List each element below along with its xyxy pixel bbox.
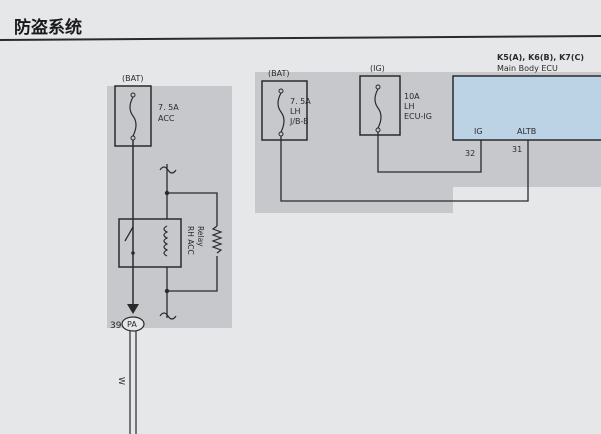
ecu-pin-altb-label: ALTB xyxy=(517,127,536,136)
ecu-code-label: K5(A), K6(B), K7(C) xyxy=(497,53,584,62)
junction-dot xyxy=(164,190,170,196)
rh-acc-relay-box xyxy=(118,218,182,268)
connector-arrow-icon xyxy=(127,304,139,314)
left-shaded-panel xyxy=(107,86,232,328)
ig-fuse-name-line2: ECU-IG xyxy=(404,112,432,121)
ig-fuse-name-line1: LH xyxy=(404,102,414,111)
relay-sub-label: Relay xyxy=(196,226,205,247)
connector-pa-badge xyxy=(121,316,145,332)
connector-code: PA xyxy=(127,320,137,329)
ig-fuse-to-ig-wire xyxy=(377,132,482,173)
connector-pin-number: 39 xyxy=(110,321,122,331)
lh-fuse-icon xyxy=(277,92,285,133)
header-rule xyxy=(0,35,601,41)
lower-break-mark xyxy=(159,312,177,320)
resistor-icon xyxy=(211,225,223,254)
relay-contact-point xyxy=(131,251,135,255)
main-body-ecu-box xyxy=(452,75,601,141)
acc-fuse-name: ACC xyxy=(158,114,175,123)
right-shaded-panel xyxy=(255,72,453,213)
junction-dot xyxy=(164,288,170,294)
lh-fuse-box xyxy=(261,80,308,141)
acc-fuse-rating: 7. 5A xyxy=(158,103,179,112)
resistor-upper-wire xyxy=(167,192,218,226)
ecu-pin-ig-number: 32 xyxy=(465,149,475,158)
relay-coil-icon xyxy=(163,225,169,257)
page-title: 防盗系统 xyxy=(14,17,82,38)
lh-fuse-name-line1: LH xyxy=(290,107,300,116)
lh-fuse-name-line2: J/B-B xyxy=(289,117,309,126)
lh-fuse-source-label: (BAT) xyxy=(268,69,289,78)
left-source-label: (BAT) xyxy=(122,74,143,83)
ig-fuse-box xyxy=(359,75,401,136)
wire-color-code: W xyxy=(117,377,126,385)
lh-fuse-rating: 7. 5A xyxy=(290,97,311,106)
relay-switch-contact xyxy=(124,226,134,242)
ecu-pin-altb-number: 31 xyxy=(512,145,522,154)
ecu-name-label: Main Body ECU xyxy=(497,64,558,73)
acc-fuse-icon xyxy=(129,96,137,137)
ecu-pin-ig-label: IG xyxy=(474,127,483,136)
ig-fuse-rating: 10A xyxy=(404,92,420,101)
resistor-lower-wire xyxy=(167,256,218,292)
upper-break-mark xyxy=(159,166,177,174)
lh-fuse-to-altb-wire xyxy=(280,136,529,202)
relay-name-label: RH ACC xyxy=(186,226,195,255)
ig-fuse-icon xyxy=(374,88,382,129)
ig-fuse-source-label: (IG) xyxy=(370,64,385,73)
